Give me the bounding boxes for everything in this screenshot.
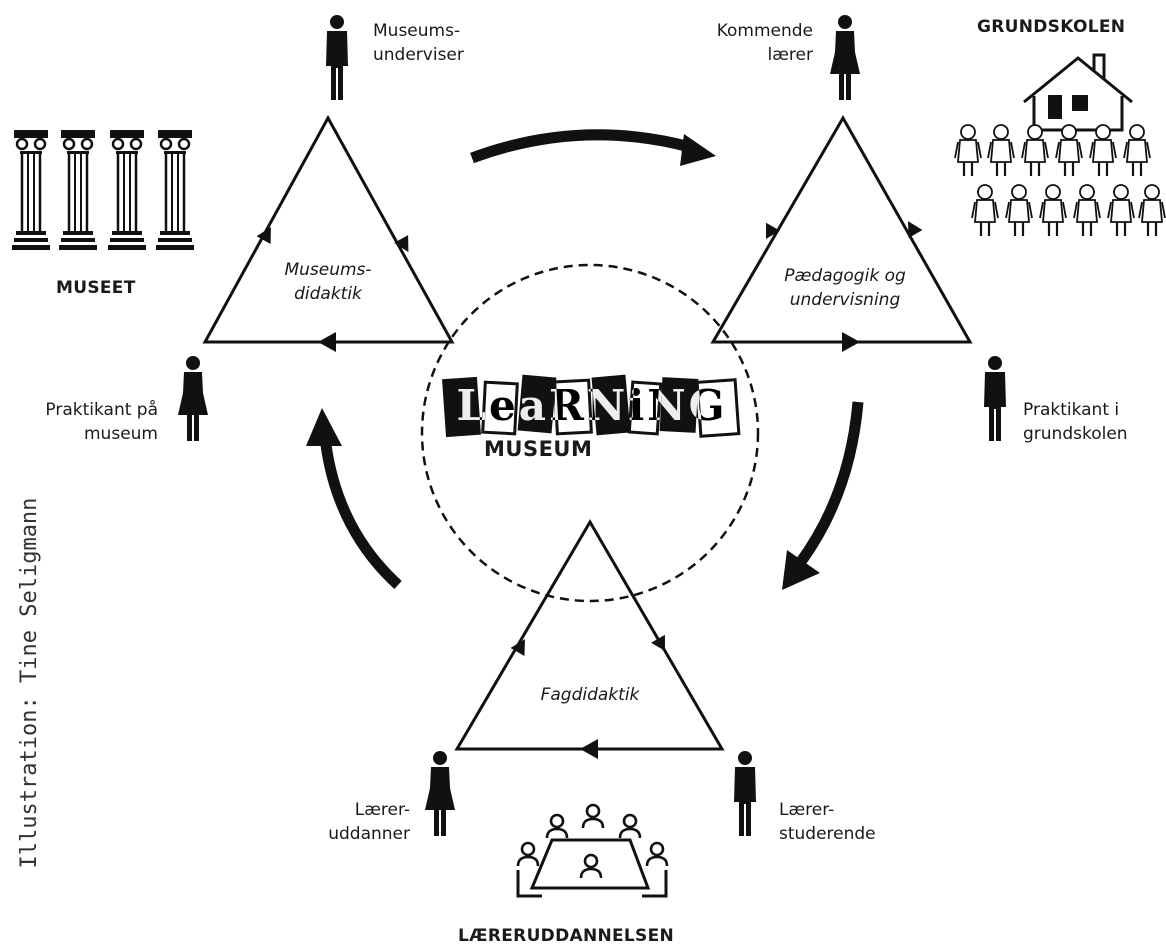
logo-text: LeaRNiNG (456, 381, 728, 430)
flow-arrow-right-head (782, 550, 820, 590)
edge-arrowhead (908, 221, 923, 239)
flow-arrow-right (795, 401, 864, 567)
illustration-credit: Illustration: Tine Seligmann (17, 497, 42, 869)
edge-arrowhead (510, 639, 525, 657)
person-kommende-laerer-icon (830, 15, 860, 100)
institution-laereruddannelsen: LÆRERUDDANNELSEN (458, 926, 675, 946)
person-laereruddanner-icon (425, 751, 455, 836)
edge-arrowhead (651, 634, 665, 651)
triangle-label-fagdidaktik: Fagdidaktik (540, 685, 640, 705)
person-praktikant-museum-icon (178, 356, 208, 441)
triangle-museum (202, 114, 455, 344)
triangle-education (454, 519, 725, 751)
institution-grundskolen: GRUNDSKOLEN (977, 17, 1126, 37)
flow-arrow-top-head (680, 134, 716, 166)
label-museums-underviser: Museums-underviser (373, 21, 464, 65)
edge-arrowhead (842, 332, 860, 352)
flow-arrow-top (470, 129, 692, 164)
edge-arrowhead (394, 235, 409, 253)
meeting-table-icon (516, 803, 669, 898)
person-praktikant-grundskolen-icon (984, 356, 1006, 441)
edge-arrowhead (256, 227, 271, 245)
center-circle (420, 263, 760, 603)
logo-subtitle: MUSEUM (484, 437, 593, 461)
person-laererstuderende-icon (734, 751, 756, 836)
learning-logo-icon (442, 374, 741, 438)
triangle-label-museumsdidaktik: Museums-didaktik (284, 260, 372, 304)
edge-arrowhead (318, 332, 336, 352)
museum-columns-icon (10, 128, 196, 252)
institution-museet: MUSEET (56, 278, 136, 298)
flow-arrow-left (320, 444, 402, 590)
person-museums-underviser-icon (326, 15, 348, 100)
flow-arrow-left-head (306, 408, 342, 446)
label-laererstuderende: Lærer-studerende (779, 800, 876, 844)
edge-arrowhead (766, 222, 780, 239)
edge-arrowhead (580, 739, 598, 759)
school-house-icon (1023, 53, 1133, 132)
school-pupils-icon (953, 123, 1166, 238)
label-laereruddanner: Lærer-uddanner (328, 800, 410, 844)
